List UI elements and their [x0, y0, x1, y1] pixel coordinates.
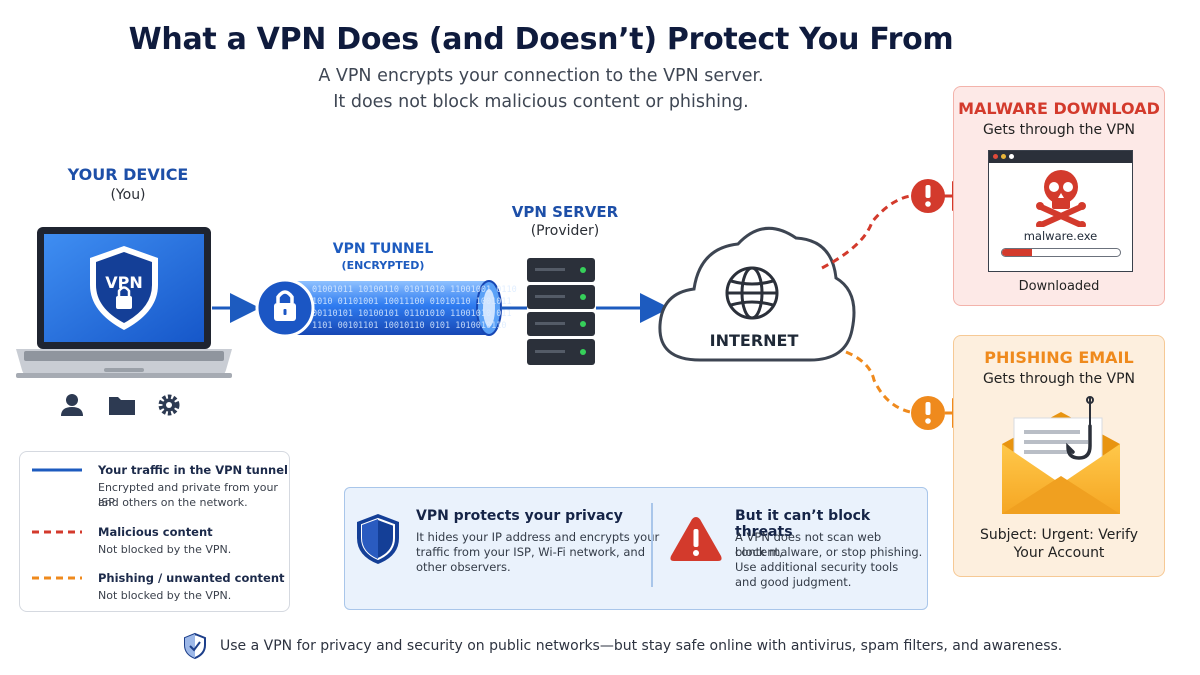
fishing-hook-icon	[1066, 396, 1094, 460]
info-left-line-2: traffic from your ISP, Wi-Fi network, an…	[416, 545, 645, 559]
info-left-title: VPN protects your privacy	[416, 508, 623, 524]
malware-card-title: MALWARE DOWNLOAD	[958, 99, 1160, 118]
warning-triangle-icon	[670, 517, 722, 561]
phishing-caption-line-1: Subject: Urgent: Verify	[979, 527, 1138, 543]
phishing-envelope-icon	[1002, 396, 1120, 514]
legend-desc-malicious: Not blocked by the VPN.	[98, 543, 232, 556]
malware-filename: malware.exe	[1023, 229, 1098, 243]
svg-text:01001011 10100110 01011010 110: 01001011 10100110 01011010 11001001 0110	[312, 285, 517, 295]
subtitle-line-2: It does not block malicious content or p…	[333, 92, 749, 112]
malware-card-subtitle: Gets through the VPN	[982, 122, 1136, 138]
info-right-line-4: and good judgment.	[735, 575, 852, 589]
info-left-line-1: It hides your IP address and encrypts yo…	[416, 530, 660, 544]
download-window: malware.exe	[988, 150, 1133, 272]
folder-icon[interactable]	[109, 397, 135, 415]
subtitle-line-1: A VPN encrypts your connection to the VP…	[318, 66, 764, 86]
legend-desc-tunnel-2: and others on the network.	[98, 496, 248, 509]
info-box: VPN protects your privacy It hides your …	[344, 487, 928, 610]
window-titlebar	[989, 151, 1132, 163]
malware-status: Downloaded	[1018, 279, 1100, 294]
info-divider	[651, 503, 653, 587]
tunnel-label: VPN TUNNEL	[332, 241, 434, 257]
phishing-alert-icon	[911, 396, 945, 430]
download-progress-bar	[1001, 248, 1121, 257]
gear-icon[interactable]	[158, 394, 180, 416]
legend-desc-phishing: Not blocked by the VPN.	[98, 589, 232, 602]
skull-crossbones-icon	[1036, 170, 1086, 227]
info-right-title: But it can’t block threats	[735, 508, 871, 540]
info-right-line-2: block malware, or stop phishing.	[735, 545, 923, 559]
phishing-card-subtitle: Gets through the VPN	[982, 371, 1136, 387]
internet-label: INTERNET	[710, 331, 799, 350]
download-progress-fill	[1002, 249, 1032, 256]
server-icon	[527, 258, 595, 365]
phishing-card: PHISHING EMAIL Gets through the VPN Subj…	[953, 335, 1165, 577]
globe-icon	[725, 266, 779, 320]
malware-card: MALWARE DOWNLOAD Gets through the VPN ma…	[953, 86, 1165, 306]
info-right-line-3: Use additional security tools	[735, 560, 899, 574]
device-sublabel: (You)	[110, 187, 146, 203]
screen-badge-text: VPN	[105, 273, 143, 292]
diagram-title: What a VPN Does (and Doesn’t) Protect Yo…	[128, 22, 954, 57]
phishing-path-line	[845, 350, 911, 414]
legend-desc-tunnel-1: Encrypted and private from your ISP	[98, 481, 278, 509]
malware-alert-icon	[911, 179, 945, 213]
svg-text:00110101 10100101 01101010 110: 00110101 10100101 01101010 11001010 011	[312, 309, 512, 319]
svg-text:1010 01101001 10011100 0101011: 1010 01101001 10011100 01010110 1001011	[312, 297, 512, 307]
user-icon[interactable]	[61, 394, 83, 416]
phishing-caption-line-2: Your Account	[1013, 545, 1105, 561]
svg-text:1101 00101101 10010110 0101 10: 1101 00101101 10010110 0101 1010010110	[312, 321, 506, 331]
vpn-tunnel	[285, 280, 502, 336]
legend-title-malicious: Malicious content	[98, 525, 213, 539]
legend-swatches	[32, 468, 82, 580]
server-sublabel: (Provider)	[530, 223, 600, 239]
lock-icon	[255, 278, 315, 338]
legend-title-tunnel: Your traffic in the VPN tunnel	[98, 463, 288, 477]
phishing-card-title: PHISHING EMAIL	[984, 348, 1134, 367]
footer-shield-icon	[184, 632, 206, 660]
tunnel-sublabel: (ENCRYPTED)	[341, 259, 425, 272]
info-left-line-3: other observers.	[416, 560, 511, 574]
info-right-line-1: A VPN does not scan web content,	[735, 530, 882, 559]
device-label: YOUR DEVICE	[67, 165, 189, 184]
vpn-shield-icon	[90, 246, 158, 330]
legend: Your traffic in the VPN tunnel Encrypted…	[19, 451, 290, 612]
privacy-shield-icon	[357, 514, 399, 564]
footer-text: Use a VPN for privacy and security on pu…	[220, 638, 1063, 654]
malware-path-line	[821, 194, 911, 270]
tunnel-binary: 01001011 10100110 01011010 11001001 0110…	[312, 285, 517, 331]
server-label: VPN SERVER	[511, 203, 619, 221]
legend-title-phishing: Phishing / unwanted content	[98, 571, 285, 585]
